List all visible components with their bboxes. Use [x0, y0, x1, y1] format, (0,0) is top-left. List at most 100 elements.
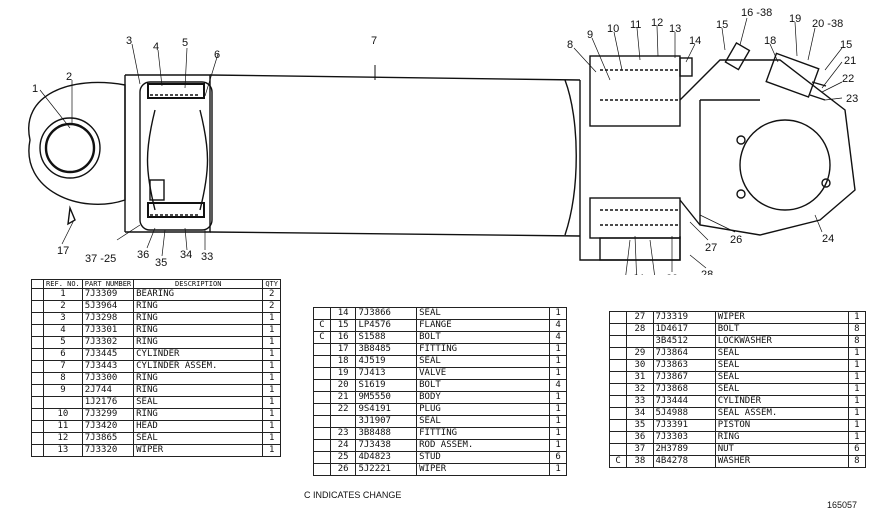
cell-ref: 1: [43, 288, 83, 301]
change-footnote: C INDICATES CHANGE: [304, 490, 402, 500]
cell-qty: 1: [847, 419, 867, 432]
cell-desc: RING: [133, 336, 264, 349]
cell-ref: 18: [329, 355, 357, 368]
cell-qty: 1: [549, 391, 567, 404]
cell-mark: [313, 307, 331, 320]
cell-mark: [608, 335, 628, 348]
cell-ref: 13: [43, 444, 83, 457]
header-part: PART NUMBER: [81, 279, 135, 289]
callout-23: 23: [846, 93, 858, 105]
cell-ref: 16: [329, 331, 357, 344]
cell-ref: 27: [626, 311, 654, 324]
cell-qty: 1: [549, 343, 567, 356]
callout-8: 8: [567, 39, 573, 51]
cell-qty: 1: [262, 336, 281, 349]
cell-part: 5J4988: [652, 407, 716, 420]
cell-part: S1619: [355, 379, 418, 392]
cell-desc: HEAD: [133, 420, 264, 433]
callout-15a: 15: [716, 19, 728, 31]
cell-ref: 28: [626, 323, 654, 336]
cell-mark: [608, 347, 628, 360]
drawing-number: 165057: [827, 500, 858, 510]
cell-part: 7J3444: [652, 395, 716, 408]
cell-ref: 33: [626, 395, 654, 408]
cell-qty: 8: [847, 323, 867, 336]
cell-ref: 23: [329, 427, 357, 440]
cell-part: 7J3864: [652, 347, 716, 360]
cell-qty: 1: [847, 371, 867, 384]
cell-part: 7J3301: [81, 324, 135, 337]
cell-desc: RING: [133, 372, 264, 385]
cell-mark: [608, 323, 628, 336]
hydraulic-cylinder-drawing: 1 2 3 4 5 6 7 8 9 10 11 12 13 14 15 16 -…: [28, 7, 858, 275]
cell-mark: [30, 372, 45, 385]
cell-qty: 1: [549, 355, 567, 368]
cell-desc: RING: [133, 300, 264, 313]
cell-part: 3B8488: [355, 427, 418, 440]
cell-desc: PLUG: [416, 403, 551, 416]
cell-desc: FITTING: [416, 427, 551, 440]
cell-desc: SEAL: [133, 432, 264, 445]
cell-qty: 1: [549, 415, 567, 428]
cell-desc: SEAL ASSEM.: [714, 407, 849, 420]
cell-qty: 2: [262, 288, 281, 301]
cell-qty: 1: [549, 307, 567, 320]
callout-28: 28: [701, 269, 713, 275]
cell-mark: [313, 451, 331, 464]
cell-desc: SEAL: [133, 396, 264, 409]
cell-part: 7J3391: [652, 419, 716, 432]
cell-part: S1588: [355, 331, 418, 344]
header-mark: [30, 279, 45, 289]
cell-qty: 1: [847, 311, 867, 324]
cell-mark: C: [313, 331, 331, 344]
cell-qty: 6: [847, 443, 867, 456]
cell-desc: RING: [133, 312, 264, 325]
callout-26: 26: [730, 234, 742, 246]
cell-ref: 6: [43, 348, 83, 361]
callout-12: 12: [651, 17, 663, 29]
cell-desc: CYLINDER: [133, 348, 264, 361]
cell-ref: 22: [329, 403, 357, 416]
cell-mark: [313, 403, 331, 416]
cell-desc: SEAL: [714, 371, 849, 384]
cell-qty: 1: [262, 372, 281, 385]
cell-desc: FLANGE: [416, 319, 551, 332]
cell-part: 7J3309: [81, 288, 135, 301]
cell-ref: 24: [329, 439, 357, 452]
cell-mark: [30, 348, 45, 361]
callout-24: 24: [822, 233, 834, 245]
cell-part: 7J3866: [355, 307, 418, 320]
cell-desc: RING: [133, 324, 264, 337]
header-ref: REF. NO.: [43, 279, 83, 289]
callout-35: 35: [155, 257, 167, 269]
cell-ref: 19: [329, 367, 357, 380]
callout-17: 17: [57, 245, 69, 257]
cell-ref: 29: [626, 347, 654, 360]
cell-mark: [30, 288, 45, 301]
cell-mark: [608, 359, 628, 372]
cell-mark: [30, 312, 45, 325]
cell-mark: [608, 395, 628, 408]
cell-ref: 17: [329, 343, 357, 356]
cell-desc: SEAL: [416, 415, 551, 428]
cell-desc: BEARING: [133, 288, 264, 301]
cell-mark: [30, 432, 45, 445]
cell-mark: [30, 420, 45, 433]
cell-desc: SEAL: [416, 307, 551, 320]
cell-ref: 15: [329, 319, 357, 332]
cell-desc: BOLT: [714, 323, 849, 336]
callout-11: 11: [630, 19, 641, 31]
cell-qty: 1: [847, 407, 867, 420]
